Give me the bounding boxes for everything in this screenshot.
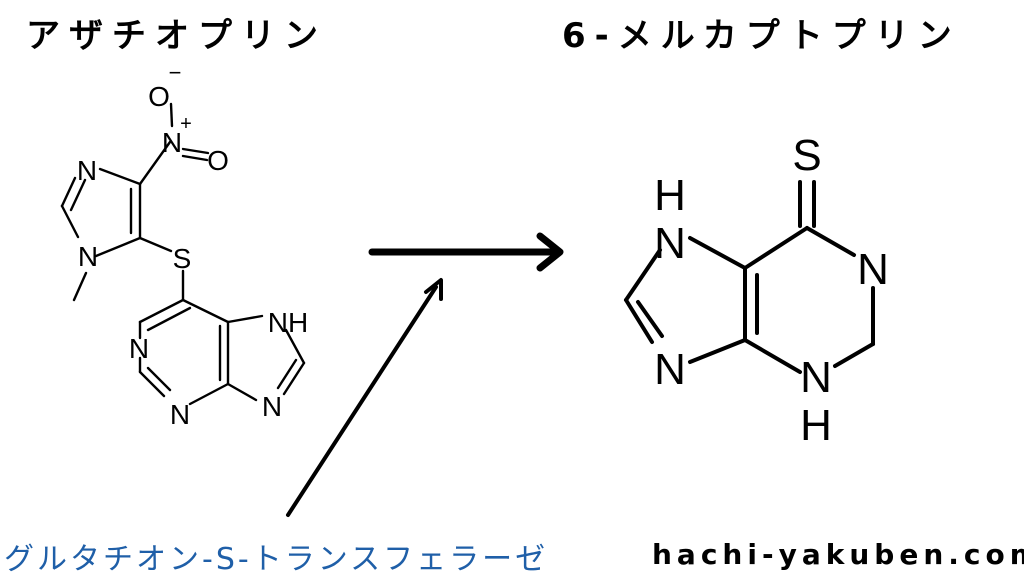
atom-n-plus: N — [162, 127, 182, 158]
atom-n-bottom: N — [170, 399, 190, 430]
main-arrow-head — [536, 232, 564, 272]
atom-h-bottom: H — [800, 401, 832, 450]
charge-minus: − — [169, 60, 182, 85]
atom-n-left: N — [129, 333, 149, 364]
atom-h-top: H — [654, 171, 686, 220]
atom-o: O — [207, 145, 229, 176]
charge-plus: + — [180, 113, 192, 135]
atom-s-thione: S — [792, 131, 821, 180]
atom-n-methyl: N — [78, 241, 98, 272]
enzyme-arrow-head — [424, 278, 443, 301]
enzyme-arrow-shaft — [286, 285, 438, 517]
azathioprine-title: アザチオプリン — [26, 16, 327, 56]
atom-n-imidazole-top: N — [77, 155, 97, 186]
atom-n-bottom: N — [800, 353, 832, 402]
atom-n-imidazole: N — [262, 391, 282, 422]
enzyme-label: グルタチオン-S-トランスフェラーゼ — [4, 542, 549, 577]
atom-n-left: N — [654, 345, 686, 394]
site-watermark: hachi-yakuben.com — [652, 538, 1024, 571]
atom-nh: NH — [268, 307, 308, 338]
atom-n-right: N — [857, 245, 889, 294]
atom-s-bridge: S — [173, 243, 192, 274]
mercaptopurine-title: 6-メルカプトプリン — [562, 16, 961, 56]
atom-o-minus: O — [148, 81, 170, 112]
atom-n-top-left: N — [654, 219, 686, 268]
